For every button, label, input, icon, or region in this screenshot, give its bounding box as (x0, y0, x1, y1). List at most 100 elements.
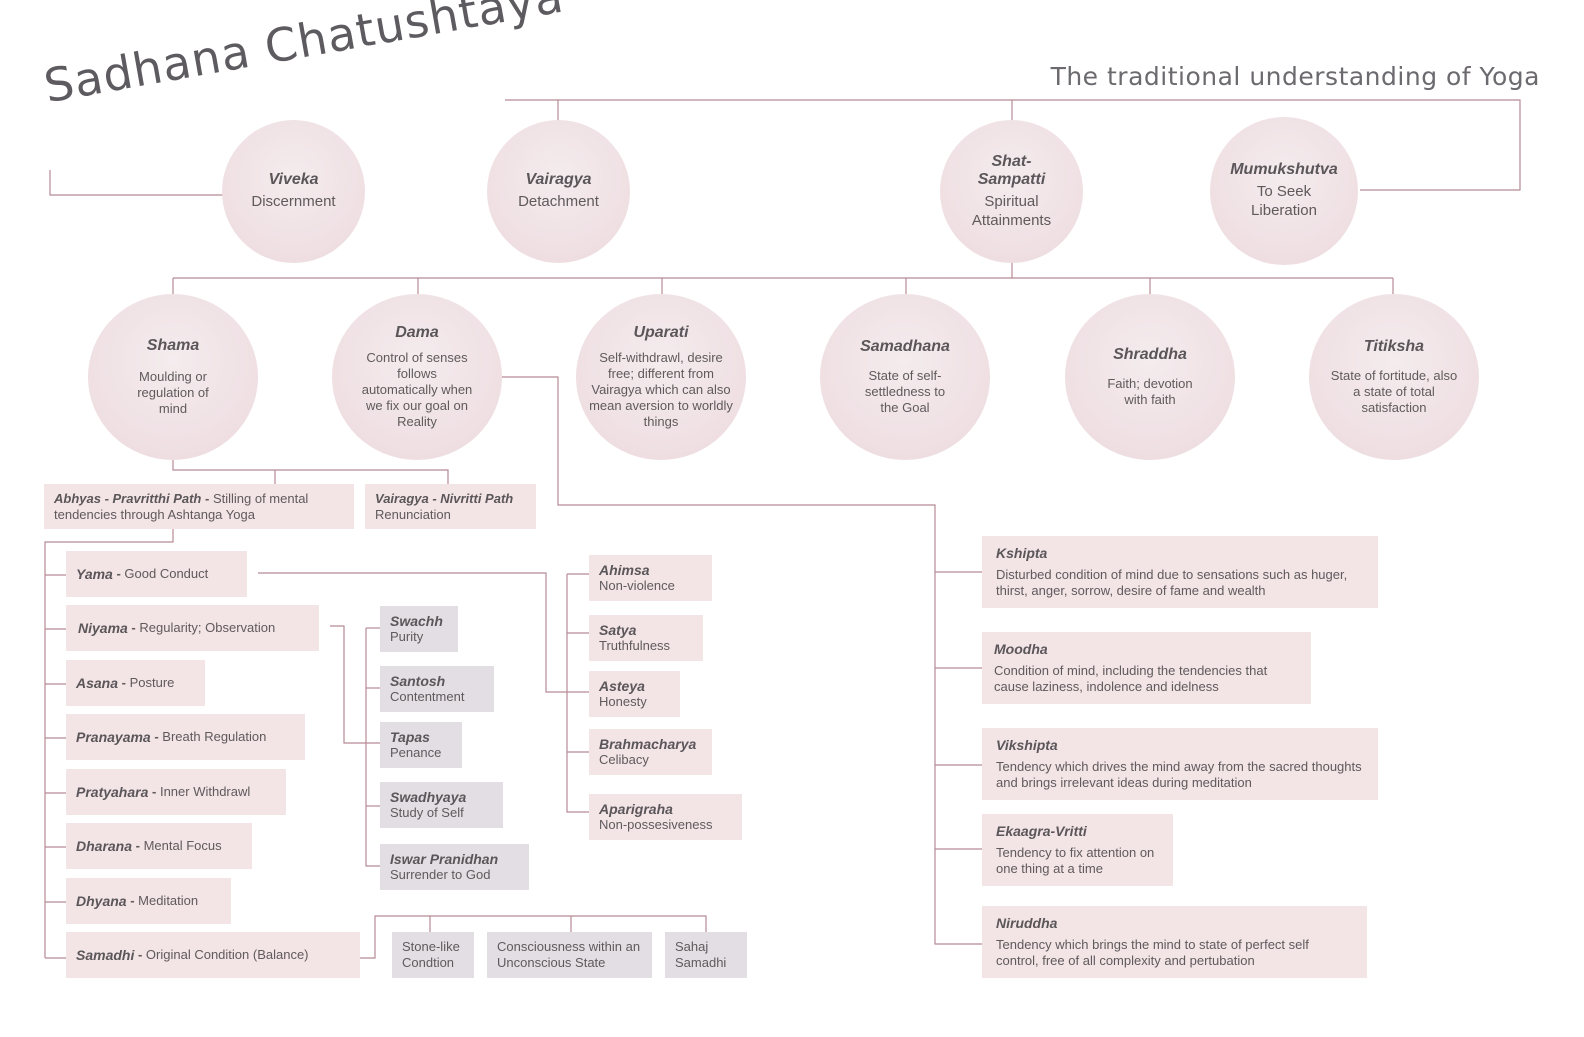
niyama-name: Swachh (390, 613, 443, 629)
limb-name: Yama (76, 566, 113, 582)
samadhi-type-stone-like: Stone-like Condtion (392, 932, 474, 978)
path-desc: Renunciation (375, 507, 451, 522)
pillar-shat-sampatti: Shat-Sampatti Spiritual Attainments (940, 120, 1083, 263)
limb-name: Pratyahara (76, 784, 149, 800)
niyama-swachh: Swachh Purity (380, 606, 458, 652)
sampatti-desc: Faith; devotion with faith (1107, 376, 1193, 407)
samadhi-type-consciousness: Consciousness within an Unconscious Stat… (487, 932, 652, 978)
mind-state-desc: Tendency to fix attention on one thing a… (996, 845, 1155, 876)
sampatti-desc: Control of senses follows automatically … (361, 350, 473, 429)
niyama-tapas: Tapas Penance (380, 722, 462, 768)
samadhi-type-text: Stone-like Condtion (402, 939, 460, 970)
niyama-name: Swadhyaya (390, 789, 467, 805)
mind-state-desc: Disturbed condition of mind due to sensa… (996, 567, 1348, 598)
niyama-name: Iswar Pranidhan (390, 851, 499, 867)
limb-separator: - (126, 893, 139, 908)
sampatti-dama: Dama Control of senses follows automatic… (332, 294, 502, 460)
pillar-name: Vairagya (525, 171, 592, 189)
sampatti-desc: Moulding or regulation of mind (137, 369, 209, 416)
limb-desc: Mental Focus (143, 838, 222, 853)
sampatti-titiksha: Titiksha State of fortitude, also a stat… (1309, 294, 1479, 460)
diagram-subtitle: The traditional understanding of Yoga (1050, 62, 1540, 91)
limb-separator: - (127, 620, 140, 635)
sampatti-desc: State of self-settledness to the Goal (864, 368, 946, 415)
sampatti-desc: Self-withdrawl, desire free; different f… (589, 350, 733, 429)
yama-desc: Non-violence (599, 578, 675, 593)
sampatti-name: Shama (146, 337, 200, 355)
mind-state-ekaagra-vritti: Ekaagra-Vritti Tendency to fix attention… (982, 814, 1173, 886)
limb-name: Dharana (76, 838, 133, 854)
yama-satya: Satya Truthfulness (589, 615, 703, 661)
path-abhyas: Abhyas - Pravritthi Path - Stilling of m… (44, 484, 354, 529)
niyama-desc: Purity (390, 629, 424, 644)
path-separator: - (201, 491, 213, 506)
path-desc: Stilling of mental tendencies through As… (54, 491, 309, 522)
limb-desc: Breath Regulation (162, 729, 267, 744)
pillar-viveka: Viveka Discernment (222, 120, 365, 263)
niyama-name: Santosh (390, 673, 446, 689)
sampatti-name: Dama (395, 324, 439, 342)
yama-desc: Truthfulness (599, 638, 671, 653)
limb-separator: - (132, 838, 144, 853)
yama-desc: Non-possesiveness (599, 817, 713, 832)
pillar-desc: Detachment (518, 193, 599, 211)
limb-name: Niyama (78, 620, 128, 636)
pillar-name: Viveka (268, 171, 319, 189)
limb-name: Asana (76, 675, 119, 691)
limb-name: Pranayama (76, 729, 151, 745)
yama-name: Asteya (599, 678, 645, 694)
limb-separator: - (134, 947, 146, 962)
sampatti-shraddha: Shraddha Faith; devotion with faith (1065, 294, 1235, 460)
sampatti-shama: Shama Moulding or regulation of mind (88, 294, 258, 460)
path-name: Abhyas - Pravritthi Path (54, 491, 202, 506)
path-name: Vairagya - Nivritti Path (375, 491, 514, 506)
sampatti-name: Shraddha (1113, 346, 1187, 364)
pillar-desc: Spiritual Attainments (971, 192, 1052, 229)
niyama-desc: Surrender to God (390, 867, 491, 882)
limb-desc: Inner Withdrawl (159, 784, 251, 799)
limb-dharana: Dharana - Mental Focus (66, 823, 252, 869)
limb-samadhi: Samadhi - Original Condition (Balance) (66, 932, 360, 978)
mind-state-name: Moodha (994, 641, 1048, 657)
mind-state-kshipta: Kshipta Disturbed condition of mind due … (982, 536, 1378, 608)
samadhi-type-text: Sahaj Samadhi (675, 939, 727, 970)
limb-separator: - (150, 729, 163, 744)
yama-asteya: Asteya Honesty (589, 671, 680, 717)
pillar-name: Mumukshutva (1230, 161, 1338, 179)
limb-name: Samadhi (76, 947, 135, 963)
yama-desc: Celibacy (599, 752, 649, 767)
limb-desc: Good Conduct (124, 566, 209, 581)
sampatti-desc: State of fortitude, also a state of tota… (1330, 368, 1458, 415)
mind-state-desc: Tendency which brings the mind to state … (996, 937, 1309, 968)
niyama-santosh: Santosh Contentment (380, 666, 494, 712)
yama-brahmacharya: Brahmacharya Celibacy (589, 729, 712, 775)
samadhi-type-text: Consciousness within an Unconscious Stat… (497, 939, 641, 970)
pillar-desc: Discernment (251, 193, 336, 211)
yama-name: Satya (599, 622, 637, 638)
limb-pratyahara: Pratyahara - Inner Withdrawl (66, 769, 286, 815)
mind-state-name: Vikshipta (996, 737, 1058, 753)
limb-desc: Meditation (138, 893, 199, 908)
limb-separator: - (148, 784, 160, 799)
mind-state-name: Ekaagra-Vritti (996, 823, 1087, 839)
yama-name: Aparigraha (599, 801, 673, 817)
niyama-desc: Penance (390, 745, 442, 760)
limb-name: Dhyana (76, 893, 127, 909)
yama-ahimsa: Ahimsa Non-violence (589, 555, 712, 601)
mind-state-moodha: Moodha Condition of mind, including the … (982, 632, 1311, 704)
mind-state-desc: Tendency which drives the mind away from… (996, 759, 1362, 790)
mind-state-vikshipta: Vikshipta Tendency which drives the mind… (982, 728, 1378, 800)
niyama-name: Tapas (390, 729, 430, 745)
limb-desc: Posture (129, 675, 175, 690)
sampatti-samadhana: Samadhana State of self-settledness to t… (820, 294, 990, 460)
limb-yama: Yama - Good Conduct (66, 551, 247, 597)
pillar-name: Shat-Sampatti (977, 152, 1046, 188)
niyama-desc: Contentment (390, 689, 465, 704)
mind-state-name: Kshipta (996, 545, 1048, 561)
sampatti-uparati: Uparati Self-withdrawl, desire free; dif… (576, 294, 746, 460)
limb-desc: Original Condition (Balance) (145, 947, 309, 962)
niyama-swadhyaya: Swadhyaya Study of Self (380, 782, 503, 828)
mind-state-desc: Condition of mind, including the tendenc… (994, 663, 1268, 694)
limb-separator: - (118, 675, 130, 690)
